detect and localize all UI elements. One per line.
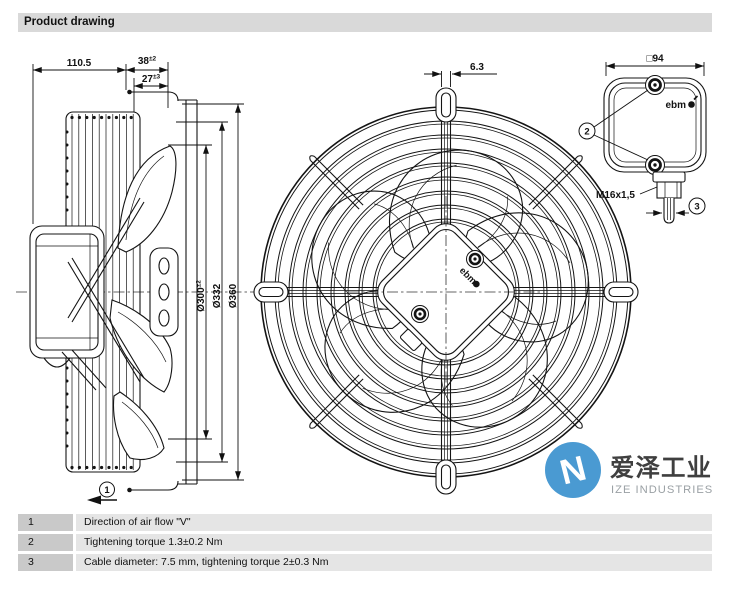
fan-blades-side <box>109 145 177 461</box>
airflow-ref-label: 1 <box>104 485 110 496</box>
page-title: Product drawing <box>24 16 115 28</box>
screws-ref-label: 2 <box>584 127 589 138</box>
row-text: Tightening torque 1.3±0.2 Nm <box>76 534 712 551</box>
row-gap <box>73 514 76 531</box>
dim-tab-slot-label: 6.3 <box>470 62 484 73</box>
cable-gland <box>652 171 686 224</box>
mounting-tabs <box>253 87 639 495</box>
dim-box-size-label: □94 <box>646 54 664 65</box>
guard-spokes <box>264 108 628 474</box>
screws-callout: 2 <box>578 89 649 161</box>
row-text: Direction of air flow "V" <box>76 514 712 531</box>
side-view-drawing: 110.5 38±2 27±3 Ø300±2 Ø332 Ø360 1 <box>16 56 260 505</box>
box-size-dimension: □94 <box>605 54 705 76</box>
guard-struts-side <box>67 197 145 383</box>
terminal-box-front: ebm <box>348 196 544 388</box>
motor-housing <box>29 225 107 391</box>
watermark-name-cn: 爱泽工业 <box>610 454 712 482</box>
dim-blade-circle-label: Ø300±2 <box>196 280 208 312</box>
screw-icon <box>466 250 484 268</box>
cable-ref-label: 3 <box>694 202 699 213</box>
front-view-drawing: ebm 6.3 <box>253 62 639 495</box>
row-ref: 2 <box>18 534 73 551</box>
dim-total-depth-label: 110.5 <box>67 58 92 69</box>
airflow-arrow-icon: 1 <box>87 481 117 505</box>
dim-blade-depth-label: 27±3 <box>142 74 161 86</box>
box-logo-text: ebm <box>665 100 686 111</box>
table-row: 3 Cable diameter: 7.5 mm, tightening tor… <box>18 554 712 571</box>
notes-table: 1 Direction of air flow "V" 2 Tightening… <box>18 514 712 574</box>
ebm-logo: ebm <box>665 95 699 111</box>
section-header: Product drawing <box>18 13 712 32</box>
row-gap <box>73 534 76 551</box>
dim-outer-dia-label: Ø360 <box>228 283 239 308</box>
watermark-monogram-icon <box>545 442 601 498</box>
gland-thread-callout: M16x1,5 <box>596 186 658 201</box>
terminal-box-detail: ebm □94 2 M16x1,5 <box>578 54 707 224</box>
dim-bolt-circle-label: Ø332 <box>212 283 223 308</box>
screw-icon <box>645 155 665 175</box>
side-view-dimensions: 110.5 38±2 27±3 Ø300±2 Ø332 Ø360 <box>32 56 244 481</box>
cable-callout: 3 <box>646 197 706 216</box>
table-row: 1 Direction of air flow "V" <box>18 514 712 531</box>
guard-diagonal-struts <box>309 155 583 429</box>
mounting-flange-side <box>127 89 198 493</box>
row-ref: 1 <box>18 514 73 531</box>
screw-icon <box>411 305 429 323</box>
gland-thread-label: M16x1,5 <box>596 190 635 201</box>
dim-guard-depth-label: 38±2 <box>138 56 157 68</box>
cable-gland-front <box>399 328 423 352</box>
row-text: Cable diameter: 7.5 mm, tightening torqu… <box>76 554 712 571</box>
table-row: 2 Tightening torque 1.3±0.2 Nm <box>18 534 712 551</box>
row-ref: 3 <box>18 554 73 571</box>
watermark-name-en: IZE INDUSTRIES <box>611 484 713 496</box>
watermark-logo: N 爱泽工业 IZE INDUSTRIES <box>545 442 713 498</box>
row-gap <box>73 554 76 571</box>
hub-spinner-side <box>149 247 179 337</box>
screw-icon <box>645 75 665 95</box>
tab-slot-dimension: 6.3 <box>424 62 497 87</box>
